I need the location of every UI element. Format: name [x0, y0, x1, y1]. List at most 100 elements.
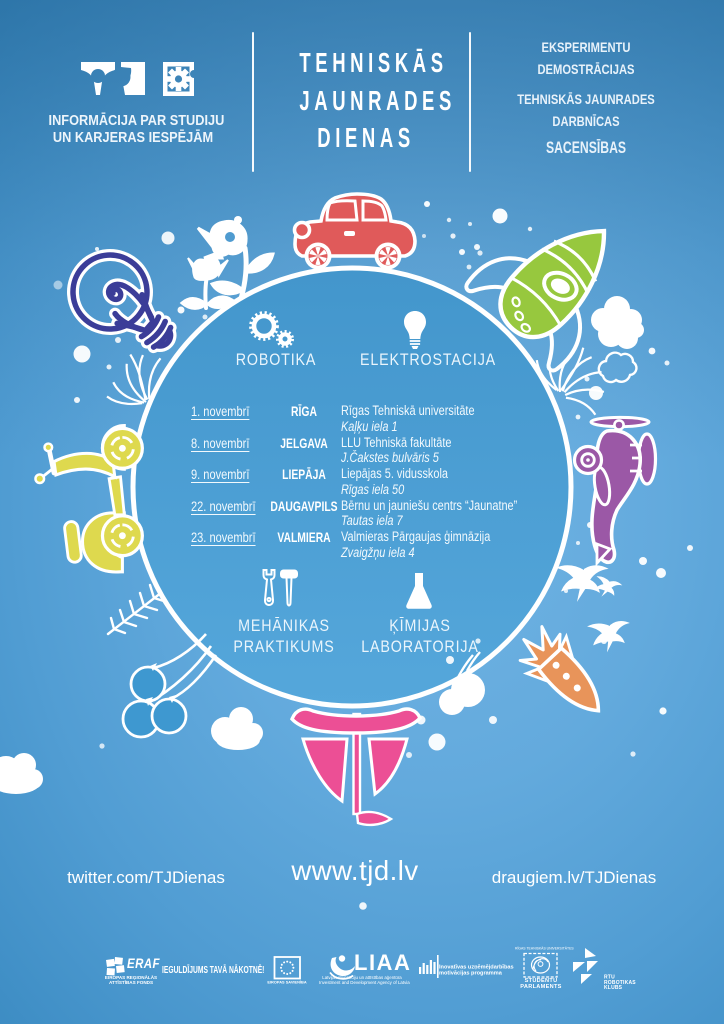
activity-2-line2: DARBNĪCAS: [552, 112, 620, 129]
section-mehanikas-line2: PRAKTIKUMS: [233, 636, 335, 656]
balloons-blue: [121, 633, 218, 739]
robotics-club-text: RTU ROBOTIKAS KLUBS: [604, 975, 644, 991]
schedule-address: Kaļķu iela 1: [341, 418, 398, 434]
section-robotika-label: ROBOTIKA: [235, 350, 317, 369]
logo-caption: INFORMĀCIJA PAR STUDIJU UN KARJERAS IESP…: [37, 113, 229, 147]
club-line1: RTU: [604, 974, 615, 980]
schedule-venue-block: LLU Tehniskā fakultāte J.Čakstes bulvāri…: [341, 435, 571, 467]
parliament-line2: PARLAMENTS: [519, 983, 562, 990]
schedule-venue: Rīgas Tehniskā universitāte: [341, 403, 475, 418]
rocket-illustration: [464, 228, 607, 373]
section-elektrostacija: ELEKTROSTACIJA: [328, 350, 528, 371]
schedule-venue: LLU Tehniskā fakultāte: [341, 434, 452, 450]
schedule-venue: Valmieras Pārgaujas ģimnāzija: [341, 529, 491, 544]
schedule-date: 23. novembrī: [191, 529, 256, 545]
activity-1-line2: DEMOSTRĀCIJAS: [537, 60, 635, 77]
title-line3: DIENAS: [317, 122, 415, 154]
program-line2: motivācijas programma: [439, 970, 502, 977]
cloud-left-edge: [0, 753, 43, 794]
title-line1: TEHNISKĀS: [299, 47, 448, 78]
schedule-venue: Liepājas 5. vidusskola: [341, 466, 448, 481]
section-robotika: ROBOTIKA: [201, 350, 351, 371]
liaa-subtext: Latvijas Investīciju un attīstības aģent…: [319, 975, 410, 985]
parliament-name: STUDENTU PARLAMENTS: [513, 978, 569, 990]
schedule-venue-block: Liepājas 5. vidusskola Rīgas iela 50: [341, 466, 571, 498]
activities-gap: [480, 80, 692, 89]
schedule-venue-block: Valmieras Pārgaujas ģimnāzija Zvaigžņu i…: [341, 529, 571, 561]
activity-2-line1: TEHNISKĀS JAUNRADES: [517, 91, 655, 107]
activities-list: EKSPERIMENTU DEMOSTRĀCIJAS TEHNISKĀS JAU…: [480, 37, 692, 158]
gears-icon: [249, 311, 294, 348]
eraf-sub1: EIROPAS REĢIONĀLĀS: [104, 975, 157, 980]
club-line3: KLUBS: [604, 985, 623, 991]
schedule-city: LIEPĀJA: [282, 466, 326, 482]
club-line2: ROBOTIKAS: [604, 979, 636, 986]
liaa-logo-mark: [329, 955, 355, 980]
section-kimijas-line1: ĶĪMIJAS: [389, 616, 451, 635]
section-kimijas-line2: LABORATORIJA: [361, 636, 479, 656]
sprout-doodle: [196, 216, 275, 311]
page-title: TEHNISKĀS JAUNRADES DIENAS: [265, 44, 467, 157]
activity-1-line1: EKSPERIMENTU: [541, 39, 631, 55]
schedule-date: 1. novembrī: [191, 403, 250, 419]
schedule-city: VALMIERA: [277, 529, 331, 545]
footer-logos-art: [106, 948, 598, 984]
section-elektrostacija-label: ELEKTROSTACIJA: [359, 350, 497, 369]
parliament-logo: [523, 952, 558, 978]
schedule-address: J.Čakstes bulvāris 5: [341, 450, 439, 466]
tulip-doodle: [179, 255, 235, 310]
section-mehanikas: MEHĀNIKAS PRAKTIKUMS: [209, 616, 359, 658]
logo-caption-line2: UN KARJERAS IESPĒJĀM: [52, 130, 214, 146]
activity-3: SACENSĪBAS: [545, 139, 627, 157]
liaa-sub2: Investment and Development Agency of Lat…: [319, 980, 410, 985]
schedule-city: DAUGAVPILS: [270, 497, 338, 514]
tjd-logo: [81, 62, 194, 96]
schedule-venue-block: Bērnu un jauniešu centrs “Jaunatne” Taut…: [341, 498, 571, 530]
eraf-sub2: ATTĪSTĪBAS FONDS: [108, 980, 153, 986]
eu-flag: [273, 956, 301, 980]
cloud-bottom-left: [211, 707, 263, 750]
tools-icon: [262, 569, 298, 607]
bird-2: [594, 576, 623, 599]
schedule-venue-block: Rīgas Tehniskā universitāte Kaļķu iela 1: [341, 403, 571, 435]
schedule-venue: Bērnu un jauniešu centrs “Jaunatne”: [341, 497, 518, 513]
schedule-date: 9. novembrī: [191, 466, 250, 482]
divider-right: [469, 32, 471, 172]
title-line2: JAUNRADES: [299, 84, 456, 116]
main-circle: [130, 265, 574, 709]
liaa-sub1: Latvijas Investīciju un attīstības aģent…: [322, 975, 402, 980]
program-line1: Inovatīvas uzņēmējdarbības: [439, 964, 514, 970]
website-link: www.tjd.lv: [291, 855, 419, 886]
section-mehanikas-line1: MEHĀNIKAS: [238, 616, 330, 635]
activity-group-2: TEHNISKĀS JAUNRADES DARBNĪCAS: [480, 89, 692, 132]
activity-group-1: EKSPERIMENTU DEMOSTRĀCIJAS: [480, 37, 692, 80]
schedule-city: RĪGA: [291, 403, 317, 419]
section-kimijas: ĶĪMIJAS LABORATORIJA: [345, 616, 495, 658]
car-wheels: [304, 242, 402, 270]
draugiem-link: draugiem.lv/TJDienas: [491, 868, 657, 887]
eraf-name: ERAF: [127, 955, 160, 971]
cloud-outline: [597, 351, 638, 384]
car-illustration: [292, 192, 417, 270]
liaa-name: LIAA: [354, 950, 412, 975]
program-text: Inovatīvas uzņēmējdarbības motivācijas p…: [439, 964, 519, 976]
cloud-smoke: [591, 296, 644, 349]
scooter-illustration: [34, 423, 144, 574]
schedule-date: 8. novembrī: [191, 434, 250, 451]
eu-sub: EIROPAS SAVIENĪBA: [267, 980, 307, 985]
bird-3: [586, 613, 637, 656]
program-logo-bars: [419, 955, 439, 978]
eu-slogan: IEGULDĪJUMS TAVĀ NĀKOTNĒ!: [162, 963, 265, 976]
boat-illustration: [290, 707, 422, 827]
eraf-subtext: EIROPAS REĢIONĀLĀS ATTĪSTĪBAS FONDS: [92, 975, 170, 985]
flask-icon: [406, 573, 432, 609]
plane-illustration: [572, 415, 658, 567]
parliament-line1: STUDENTU: [524, 977, 557, 984]
inner-dots: [446, 638, 481, 664]
logo-caption-line1: INFORMĀCIJA PAR STUDIJU: [48, 113, 225, 129]
robotics-club-logo: [573, 948, 598, 984]
eraf-logo-blocks: [106, 957, 125, 976]
twitter-link: twitter.com/TJDienas: [67, 868, 225, 887]
